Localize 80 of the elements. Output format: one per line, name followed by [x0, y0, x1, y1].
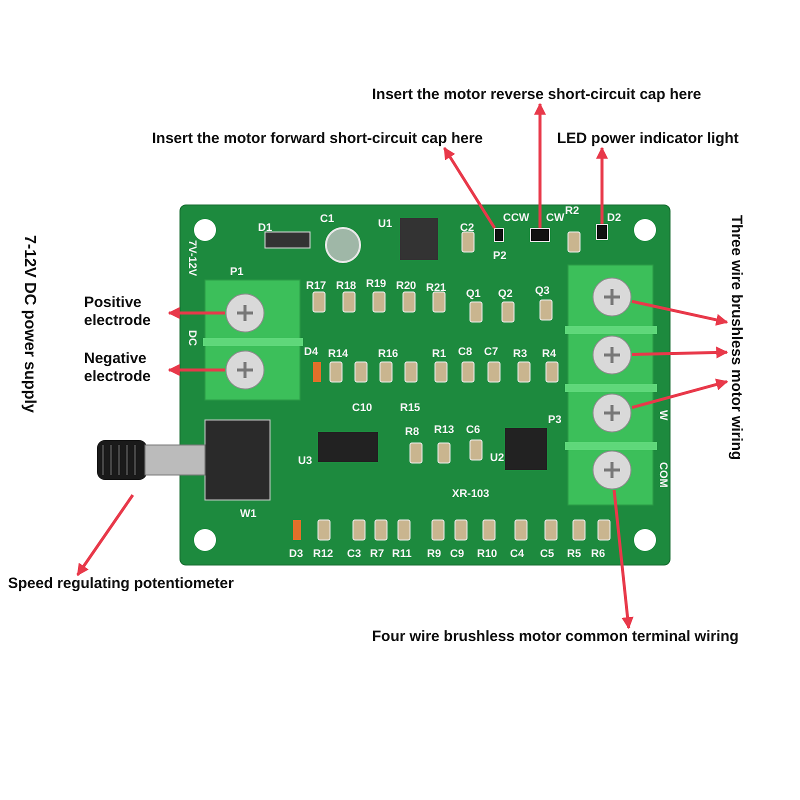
- terminal-screw: [592, 450, 632, 490]
- leader-arrow: [632, 346, 728, 359]
- silkscreen-label: CW: [546, 212, 564, 224]
- leader-arrow: [632, 300, 728, 326]
- silkscreen-label: R16: [378, 348, 398, 360]
- silkscreen-label: D1: [258, 222, 272, 234]
- leader-arrow: [168, 307, 225, 319]
- silkscreen-label: C4: [510, 548, 524, 560]
- leader-arrow: [612, 490, 634, 630]
- side-label: 7-12V DC power supply: [20, 235, 38, 413]
- silkscreen-label: U3: [298, 455, 312, 467]
- led: [596, 224, 608, 240]
- silkscreen-label: XR-103: [452, 488, 490, 500]
- jumper-cap: [530, 228, 550, 242]
- silkscreen-label: R7: [370, 548, 384, 560]
- silkscreen-label: R10: [477, 548, 498, 560]
- leader-arrow: [443, 146, 496, 229]
- callout-text: Positive electrode: [84, 294, 169, 330]
- silkscreen-label: R1: [432, 348, 446, 360]
- callout-text: LED power indicator light: [557, 130, 739, 148]
- silkscreen-label: R5: [567, 548, 582, 560]
- silkscreen-label: W: [657, 410, 669, 420]
- silkscreen-label: Q3: [535, 285, 550, 297]
- silkscreen-label: D3: [289, 548, 304, 560]
- silkscreen-label: R20: [396, 280, 416, 292]
- callout-text: Negative electrode: [84, 350, 169, 386]
- silkscreen-label: R15: [400, 402, 420, 414]
- silkscreen-label: R12: [313, 548, 334, 560]
- silkscreen-label: D4: [304, 346, 318, 358]
- silkscreen-label: R17: [306, 280, 326, 292]
- silkscreen-label: R14: [328, 348, 348, 360]
- silkscreen-label: CCW: [503, 212, 530, 224]
- callout-text: Four wire brushless motor common terminal wiring: [372, 628, 739, 646]
- silkscreen-label: C8: [458, 346, 472, 358]
- silkscreen-label: D2: [607, 212, 622, 224]
- silkscreen-label: R3: [513, 348, 528, 360]
- terminal-screw: [592, 277, 632, 317]
- silkscreen-label: C1: [320, 213, 334, 225]
- silkscreen-label: COM: [657, 462, 669, 488]
- silkscreen-label: 7V-12V: [186, 240, 198, 276]
- silkscreen-label: R4: [542, 348, 556, 360]
- terminal-screw: [225, 350, 265, 390]
- silkscreen-label: R6: [591, 548, 606, 560]
- silkscreen-label: R8: [405, 426, 420, 438]
- silkscreen-label: R11: [392, 548, 412, 560]
- silkscreen-label: C5: [540, 548, 554, 560]
- terminal-screw: [592, 335, 632, 375]
- silkscreen-label: C10: [352, 402, 372, 414]
- callout-text: Insert the motor reverse short-circuit cap here: [372, 86, 702, 104]
- leader-arrow: [632, 378, 728, 409]
- silkscreen-label: P3: [548, 414, 562, 426]
- silkscreen-label: P2: [493, 250, 506, 262]
- silkscreen-label: DC: [186, 330, 198, 346]
- callout-text: Insert the motor forward short-circuit cap here: [152, 130, 483, 148]
- silkscreen-label: C7: [484, 346, 498, 358]
- leader-arrow: [534, 102, 546, 228]
- callout-text: Three wire brushless motor wiring: [727, 215, 745, 460]
- silkscreen-label: R2: [565, 205, 580, 217]
- silkscreen-label: R13: [434, 424, 454, 436]
- silkscreen-label: R9: [427, 548, 442, 560]
- jumper-pin: [494, 228, 504, 242]
- silkscreen-label: C3: [347, 548, 362, 560]
- silkscreen-label: U1: [378, 218, 392, 230]
- silkscreen-label: W1: [240, 508, 256, 520]
- silkscreen-label: C2: [460, 222, 474, 234]
- silkscreen-label: C6: [466, 424, 480, 436]
- silkscreen-label: P1: [230, 266, 244, 278]
- silkscreen-label: U2: [490, 452, 504, 464]
- terminal-screw: [225, 293, 265, 333]
- silkscreen-label: C9: [450, 548, 464, 560]
- silkscreen-label: R18: [336, 280, 356, 292]
- callout-text: Speed regulating potentiometer: [8, 575, 234, 593]
- leader-arrow: [76, 494, 134, 576]
- terminal-screw: [592, 393, 632, 433]
- silkscreen-label: R21: [426, 282, 446, 294]
- silkscreen-label: R19: [366, 278, 386, 290]
- leader-arrow: [596, 146, 608, 224]
- silkscreen-label: Q1: [466, 288, 481, 300]
- leader-arrow: [168, 364, 225, 376]
- silkscreen-label: Q2: [498, 288, 513, 300]
